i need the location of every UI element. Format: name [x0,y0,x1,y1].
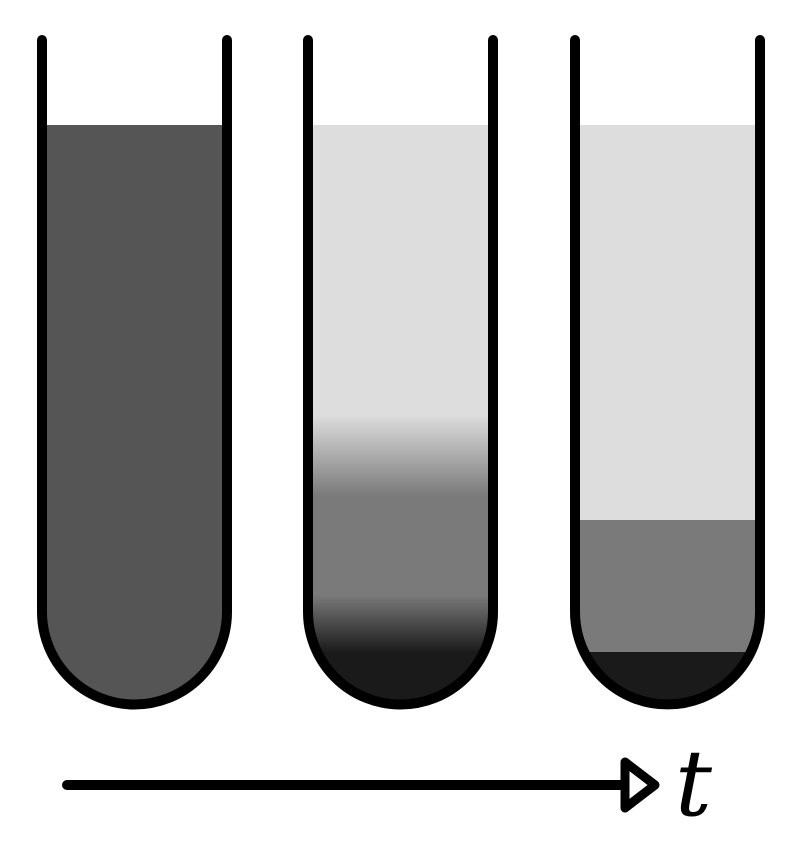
test-tube-final [570,35,765,710]
time-arrow: t [62,730,713,837]
tube-outline [570,35,765,710]
suspension-fill [42,125,227,705]
tube-outline [37,35,232,710]
gradient-fill [308,125,493,705]
tube-outline [303,35,498,710]
middle-layer [575,520,760,652]
clear-liquid-layer [575,125,760,520]
test-tube-initial [37,35,232,710]
time-axis-label: t [675,730,713,837]
arrow-head-icon [620,757,660,813]
test-tube-settling [303,35,498,710]
